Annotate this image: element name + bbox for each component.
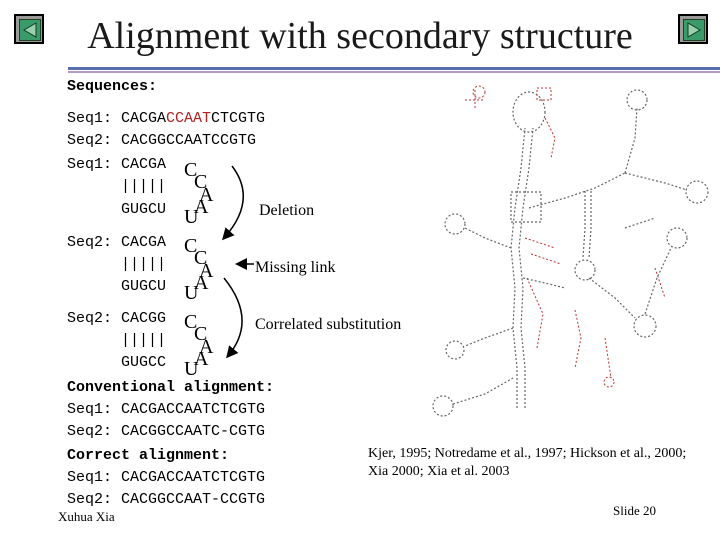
- hairpin-2-bottom: GUGCU: [67, 278, 166, 295]
- rna-secondary-structure-diagram: [425, 78, 715, 428]
- title-rule: [68, 67, 720, 70]
- sequences-label: Sequences:: [67, 78, 157, 95]
- correlated-arc: [224, 278, 242, 356]
- hairpin-3-top: Seq2: CACGG: [67, 310, 166, 327]
- slide-title: Alignment with secondary structure: [0, 14, 720, 58]
- deletion-label: Deletion: [259, 202, 314, 220]
- correlated-label: Correlated substitution: [255, 316, 401, 334]
- seq2-line: Seq2: CACGGCCAATCCGTG: [67, 132, 256, 149]
- author-footer: Xuhua Xia: [58, 509, 115, 525]
- conventional-seq2: Seq2: CACGGCCAATC-CGTG: [67, 423, 265, 440]
- title-rule-accent: [68, 71, 720, 73]
- hairpin-3-bars: |||||: [67, 332, 166, 349]
- hairpin-1-bars: |||||: [67, 178, 166, 195]
- hairpin-2-loop-5: U: [184, 283, 198, 303]
- slide-number: Slide 20: [613, 503, 656, 519]
- seq1-line: Seq1: CACGACCAATCTCGTG: [67, 110, 265, 127]
- hairpin-1-top: Seq1: CACGA: [67, 156, 166, 173]
- hairpin-1-bottom: GUGCU: [67, 201, 166, 218]
- correct-label: Correct alignment:: [67, 447, 229, 464]
- conventional-label: Conventional alignment:: [67, 379, 274, 396]
- hairpin-2-bars: |||||: [67, 256, 166, 273]
- hairpin-3-loop-5: U: [184, 359, 198, 379]
- deletion-arc: [224, 166, 243, 238]
- hairpin-2-top: Seq2: CACGA: [67, 234, 166, 251]
- correct-seq2: Seq2: CACGGCCAAT-CCGTG: [67, 491, 265, 508]
- hairpin-3-bottom: GUGCC: [67, 354, 166, 371]
- citation: Kjer, 1995; Notredame et al., 1997; Hick…: [368, 445, 708, 481]
- hairpin-1-loop-5: U: [184, 207, 198, 227]
- conventional-seq1: Seq1: CACGACCAATCTCGTG: [67, 401, 265, 418]
- correct-seq1: Seq1: CACGACCAATCTCGTG: [67, 469, 265, 486]
- missing-link-label: Missing link: [255, 259, 335, 277]
